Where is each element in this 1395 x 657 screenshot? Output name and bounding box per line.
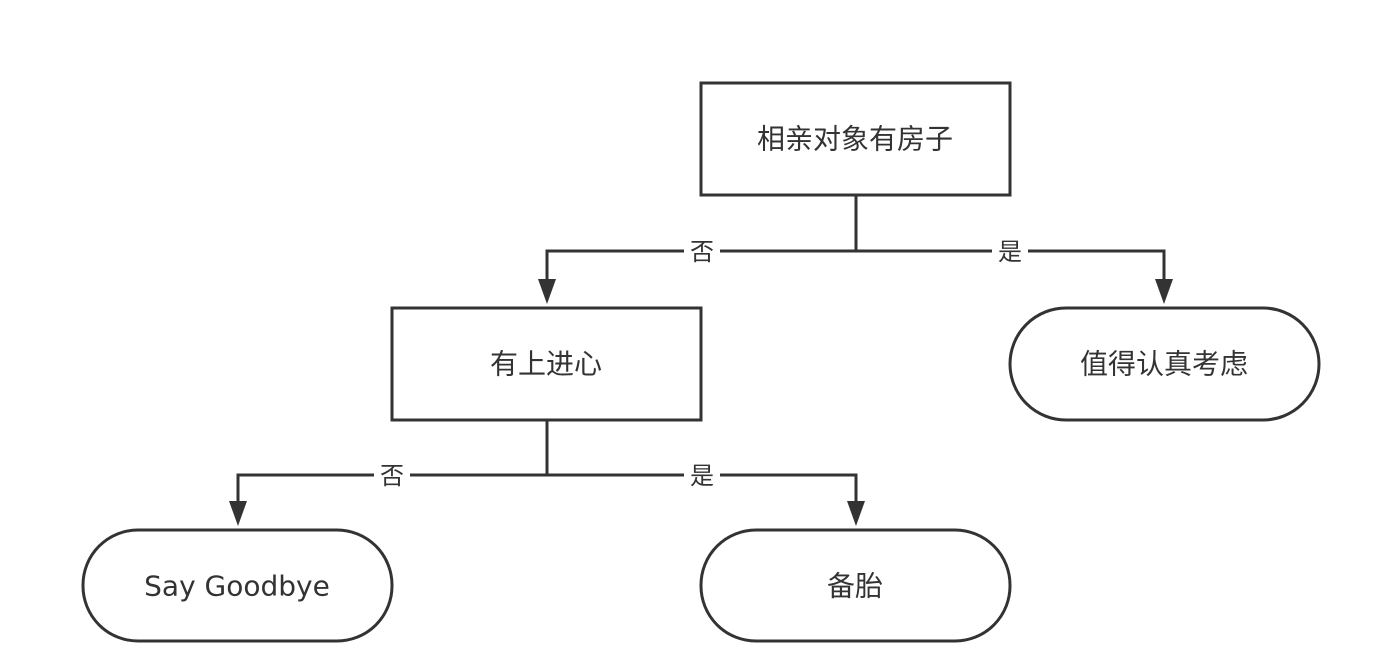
node-goodbye: Say Goodbye bbox=[81, 528, 394, 643]
node-goodbye-box bbox=[81, 528, 394, 643]
node-consider-box bbox=[1008, 306, 1321, 422]
edge-root-yes-label: 是 bbox=[998, 238, 1022, 266]
edge-ambition-yes-label: 是 bbox=[690, 462, 714, 490]
edge-ambition-yes-line bbox=[547, 473, 858, 504]
node-consider: 值得认真考虑 bbox=[1008, 306, 1321, 422]
edge-ambition-no-label: 否 bbox=[380, 462, 404, 490]
node-ambition: 有上进心 bbox=[390, 306, 703, 422]
node-ambition-box bbox=[390, 306, 703, 422]
edge-root-no-label: 否 bbox=[690, 238, 714, 266]
node-backup-label: 备胎 bbox=[827, 570, 883, 603]
node-backup-box bbox=[699, 528, 1012, 643]
node-root-box bbox=[699, 81, 1012, 197]
edge-root-yes-arrow bbox=[1155, 279, 1173, 304]
edge-root-no-line bbox=[545, 249, 856, 282]
edge-root-branches: 否 是 bbox=[538, 196, 1173, 304]
edge-root-no-arrow bbox=[538, 279, 556, 304]
edge-ambition-no-arrow bbox=[229, 501, 247, 526]
edge-root-yes-line bbox=[856, 249, 1166, 282]
node-root-label: 相亲对象有房子 bbox=[757, 123, 953, 156]
node-root: 相亲对象有房子 bbox=[699, 81, 1012, 197]
node-consider-label: 值得认真考虑 bbox=[1080, 348, 1248, 381]
node-backup: 备胎 bbox=[699, 528, 1012, 643]
node-goodbye-label: Say Goodbye bbox=[144, 570, 330, 603]
edge-ambition-no-line bbox=[236, 473, 547, 504]
edge-ambition-yes-arrow bbox=[847, 501, 865, 526]
edge-ambition-branches: 否 是 bbox=[229, 420, 865, 526]
node-ambition-label: 有上进心 bbox=[490, 348, 602, 381]
